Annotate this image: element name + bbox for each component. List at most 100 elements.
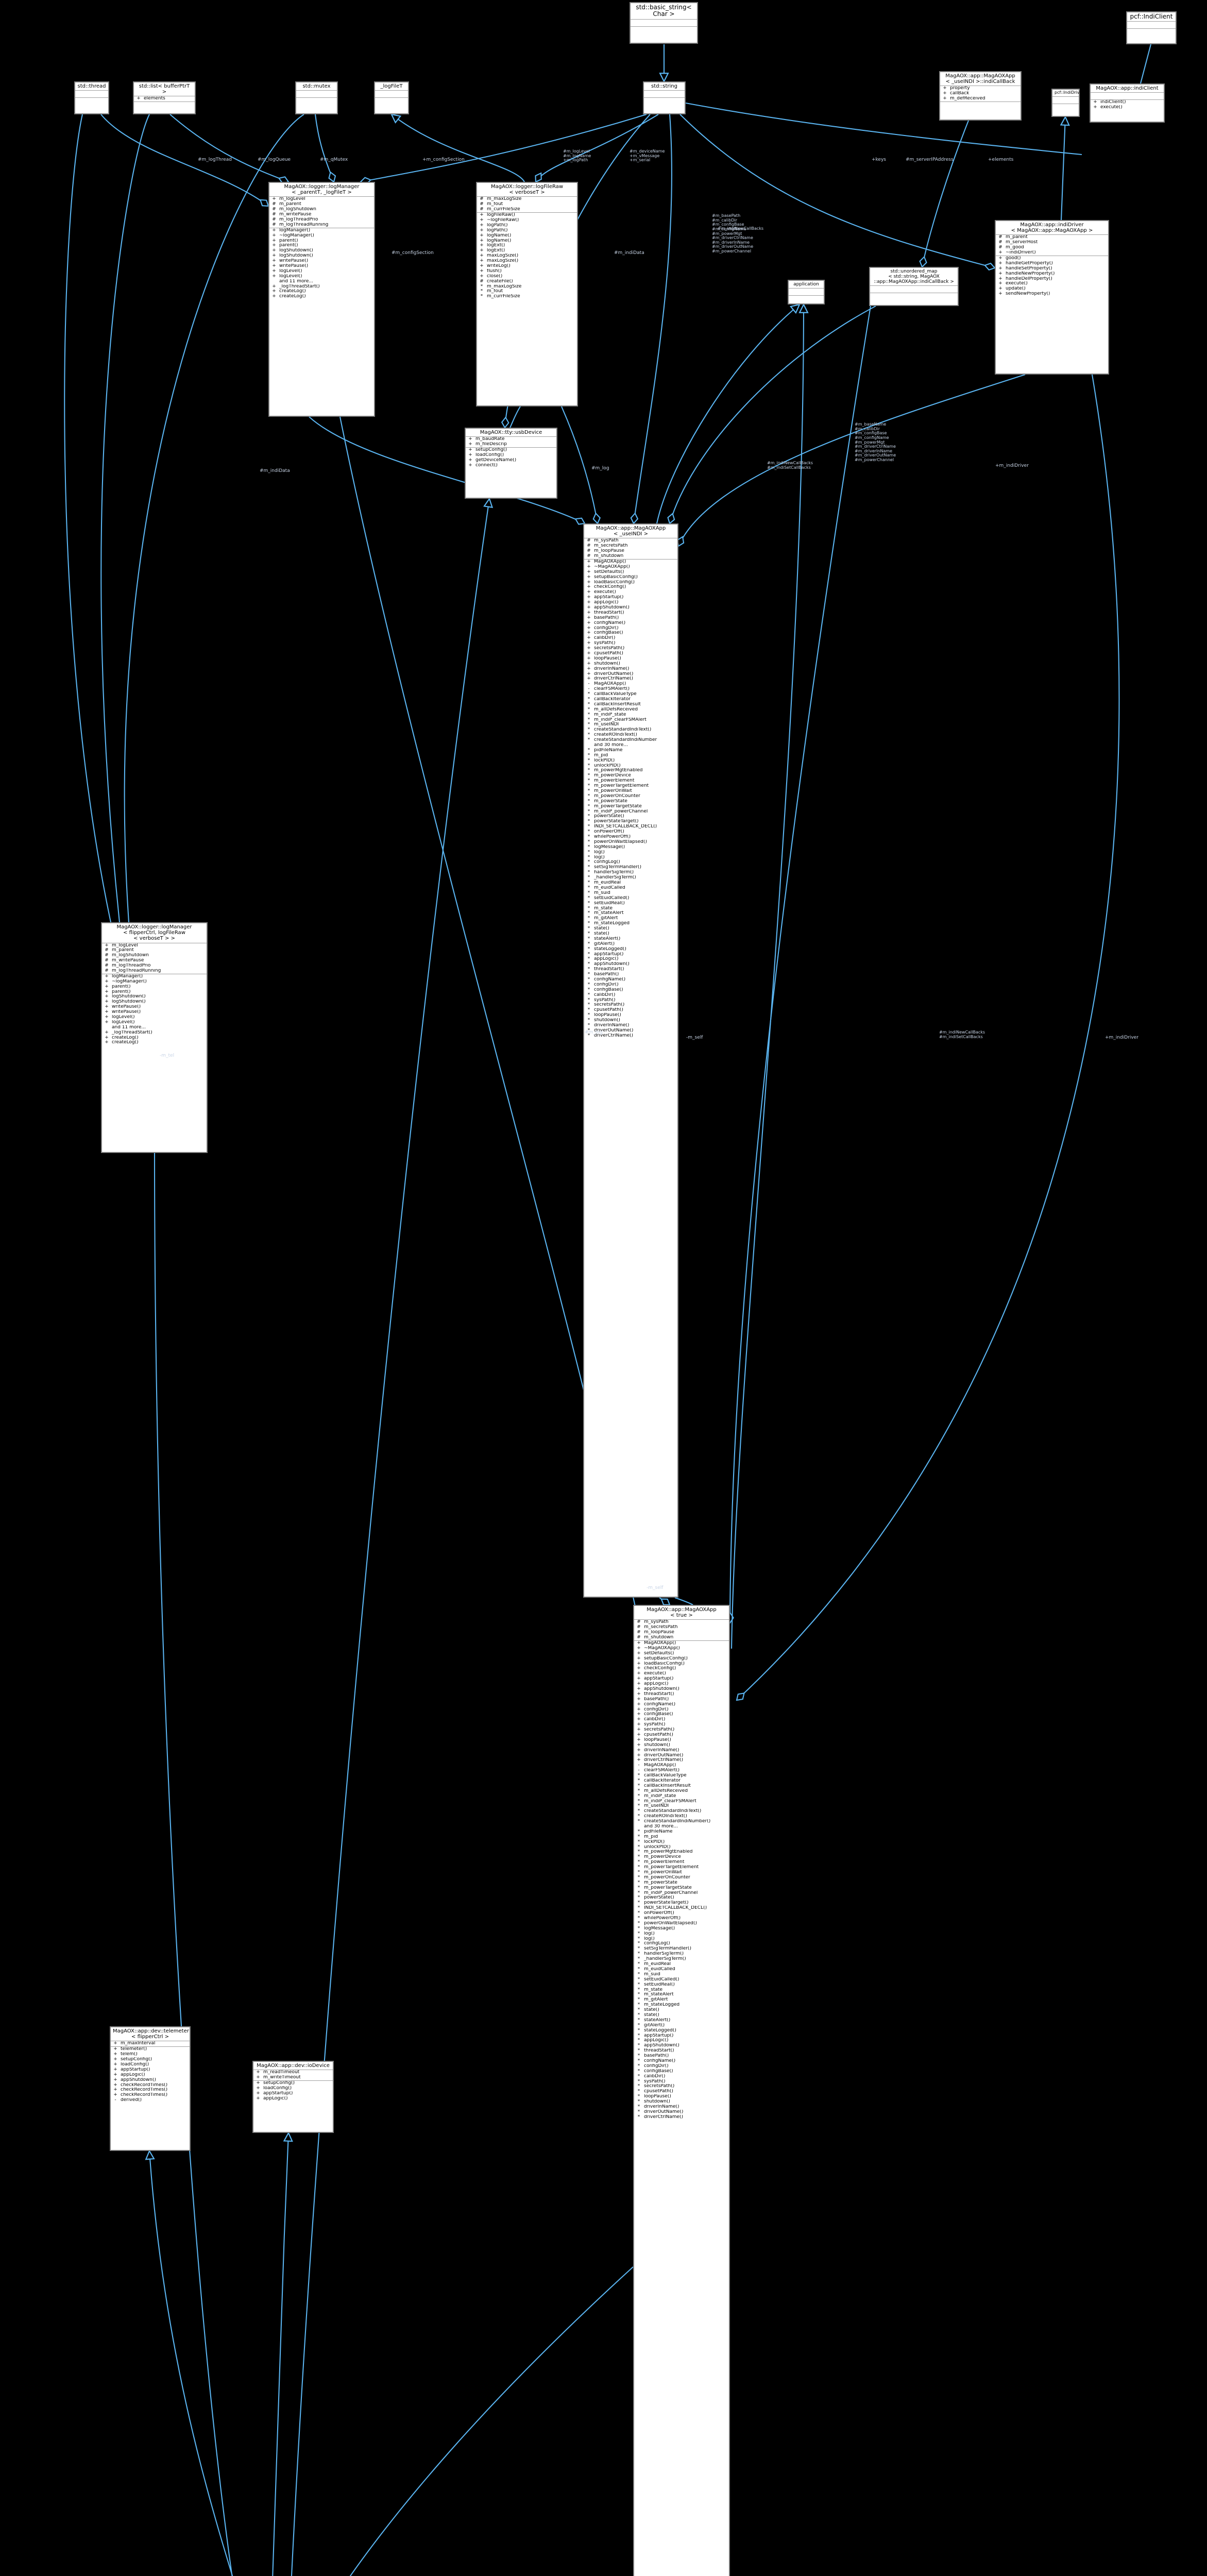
member-name: execute() bbox=[644, 1671, 666, 1676]
class-node-basic_string[interactable]: std::basic_string< Char > bbox=[630, 2, 698, 44]
visibility-marker: + bbox=[998, 286, 1002, 292]
visibility-marker: * bbox=[637, 2074, 640, 2079]
member-row: *configLog() bbox=[584, 860, 677, 865]
class-node-std_mutex[interactable]: std::mutex bbox=[295, 81, 338, 114]
class-node-std_thread[interactable]: std::thread bbox=[74, 81, 109, 114]
visibility-marker: * bbox=[637, 1875, 640, 1880]
member-row: *m_indiP_state bbox=[584, 713, 677, 718]
visibility-marker: * bbox=[587, 758, 590, 763]
member-row: #m_writePause bbox=[102, 958, 207, 963]
visibility-marker: + bbox=[587, 620, 591, 625]
member-row: *onPowerOff() bbox=[634, 1911, 729, 1916]
class-node-telemeter[interactable]: MagAOX::app::dev::telemeter< flipperCtrl… bbox=[110, 2026, 191, 2151]
class-node-pcf_indiclient[interactable]: pcf::IndiClient bbox=[1126, 11, 1177, 44]
member-row: +appLogic() bbox=[111, 2073, 190, 2078]
class-node-pcf_indidriver[interactable]: pcf::IndiDriver bbox=[1051, 89, 1084, 117]
class-node-indicallback[interactable]: MagAOX::app::MagAOXApp< _useINDI >::indi… bbox=[939, 71, 1022, 121]
edge-label: #m_basePath#m_calibDir#m_configBase#m_co… bbox=[712, 213, 754, 253]
member-row: *callBackInsertResult bbox=[634, 1784, 729, 1789]
visibility-marker: * bbox=[637, 2043, 640, 2048]
visibility-marker: * bbox=[637, 1834, 640, 1839]
class-node-logfileraw[interactable]: MagAOX::logger::logFileRaw< verboseT >#m… bbox=[476, 182, 578, 406]
edge-label: -m_self bbox=[686, 1035, 703, 1040]
member-row: +logName() bbox=[477, 239, 577, 244]
visibility-marker: + bbox=[480, 213, 484, 218]
member-name: logExt() bbox=[487, 248, 505, 253]
visibility-marker: # bbox=[637, 1630, 641, 1635]
visibility-marker: + bbox=[113, 2082, 117, 2088]
visibility-marker: * bbox=[587, 957, 590, 962]
member-row: +m_logLevel bbox=[269, 197, 374, 202]
member-name: appLogic() bbox=[644, 2038, 669, 2043]
class-node-logmanager_t[interactable]: MagAOX::logger::logManager< _parentT, _l… bbox=[268, 182, 375, 417]
member-row: *m_powerMgtEnabled bbox=[634, 1850, 729, 1855]
member-row: *stateAlert() bbox=[634, 2018, 729, 2023]
class-node-logmanager_inst[interactable]: MagAOX::logger::logManager< flipperCtrl,… bbox=[101, 922, 208, 1153]
member-row: *m_allDefsReceived bbox=[634, 1789, 729, 1794]
class-node-magaoxapp_useindi[interactable]: MagAOX::app::MagAOXApp< _useINDI >#m_sys… bbox=[583, 523, 678, 1598]
member-name: m_useINDI bbox=[594, 722, 619, 727]
member-name: m_powerOnCounter bbox=[644, 1875, 690, 1880]
member-row: +sysPath() bbox=[634, 1722, 729, 1727]
class-node-indidriver[interactable]: MagAOX::app::indiDriver< MagAOX::app::Ma… bbox=[995, 220, 1109, 375]
class-node-std_string[interactable]: std::string bbox=[643, 81, 686, 114]
class-node-usbdevice[interactable]: MagAOX::tty::usbDevice+m_baudRate+m_file… bbox=[465, 428, 557, 499]
member-name: setupConfig() bbox=[121, 2057, 152, 2062]
class-node-indiclient[interactable]: MagAOX::app::indiClient+indiClient()+exe… bbox=[1090, 83, 1165, 123]
member-row: +logShutdown() bbox=[102, 994, 207, 999]
member-row: *m_stateAlert bbox=[584, 911, 677, 916]
member-row: *m_indiP_state bbox=[634, 1794, 729, 1799]
member-name: createLog() bbox=[279, 289, 306, 294]
member-name: m_logLevel bbox=[112, 943, 138, 948]
member-row: *configName() bbox=[584, 977, 677, 982]
member-name: _handlerSigTerm() bbox=[594, 875, 636, 880]
visibility-marker: + bbox=[587, 646, 591, 651]
visibility-marker: + bbox=[113, 2047, 117, 2052]
class-node-magaoxapp_true[interactable]: MagAOX::app::MagAOXApp< true >#m_sysPath… bbox=[633, 1605, 730, 2576]
class-node-unordered_map[interactable]: std::unordered_map< std::string, MagAOX:… bbox=[869, 267, 959, 306]
attributes-section: +m_logLevel#m_parent#m_logShutdown#m_wri… bbox=[102, 943, 207, 974]
member-name: setEuidCalled() bbox=[594, 895, 630, 901]
visibility-marker: + bbox=[637, 1717, 641, 1722]
visibility-marker: + bbox=[1093, 100, 1097, 105]
member-row: +loadConfig() bbox=[466, 453, 556, 458]
class-node-title: _logFileT bbox=[375, 82, 408, 91]
member-name: m_logThreadRunning bbox=[279, 222, 329, 227]
class-node-logfilet[interactable]: _logFileT bbox=[374, 81, 409, 114]
member-row: +createLog() bbox=[269, 294, 374, 299]
member-name: m_logThreadPrio bbox=[112, 963, 151, 969]
member-row: *_handlerSigTerm() bbox=[584, 875, 677, 880]
methods-section bbox=[75, 98, 108, 105]
member-row: #m_good bbox=[996, 245, 1108, 250]
visibility-marker: * bbox=[637, 1895, 640, 1901]
visibility-marker: + bbox=[637, 1646, 641, 1651]
attributes-section: +m_maxInterval bbox=[111, 2041, 190, 2047]
member-name: m_fout bbox=[487, 202, 503, 207]
member-row: +appShutdown() bbox=[634, 1687, 729, 1692]
visibility-marker: * bbox=[637, 1936, 640, 1941]
member-row: +MagAOXApp() bbox=[584, 560, 677, 565]
member-name: ~indiDriver() bbox=[1006, 250, 1036, 256]
member-name: stateAlert() bbox=[594, 936, 621, 941]
member-name: driverCtrlName() bbox=[594, 676, 634, 682]
visibility-marker: * bbox=[587, 941, 590, 946]
visibility-marker: + bbox=[587, 600, 591, 605]
member-row: *m_powerTargetElement bbox=[634, 1865, 729, 1870]
visibility-marker: * bbox=[587, 789, 590, 794]
member-row: *m_euidReal bbox=[584, 880, 677, 886]
member-name: logLevel() bbox=[279, 268, 302, 274]
visibility-marker: * bbox=[587, 1008, 590, 1013]
member-name: onPowerOff() bbox=[644, 1911, 674, 1916]
edge-label: #m_logLevel#m_logName+m_logPath bbox=[563, 149, 591, 163]
class-node-application[interactable]: application bbox=[788, 280, 825, 304]
member-row: *setEuidReal() bbox=[584, 901, 677, 906]
member-name: configName() bbox=[594, 977, 626, 982]
member-row: #m_logShutdown bbox=[269, 207, 374, 212]
class-node-iodevice[interactable]: MagAOX::app::dev::ioDevice+m_readTimeout… bbox=[252, 2061, 334, 2133]
class-node-title: MagAOX::logger::logManager< _parentT, _l… bbox=[269, 183, 374, 197]
class-node-std_list_bufferptrt[interactable]: std::list< bufferPtrT >+elements bbox=[133, 81, 196, 114]
visibility-marker: + bbox=[105, 1030, 109, 1035]
member-name: m_indiP_clearFSMAlert bbox=[594, 717, 647, 722]
visibility-marker: + bbox=[637, 1702, 641, 1707]
edge-label: +elements bbox=[988, 157, 1014, 162]
